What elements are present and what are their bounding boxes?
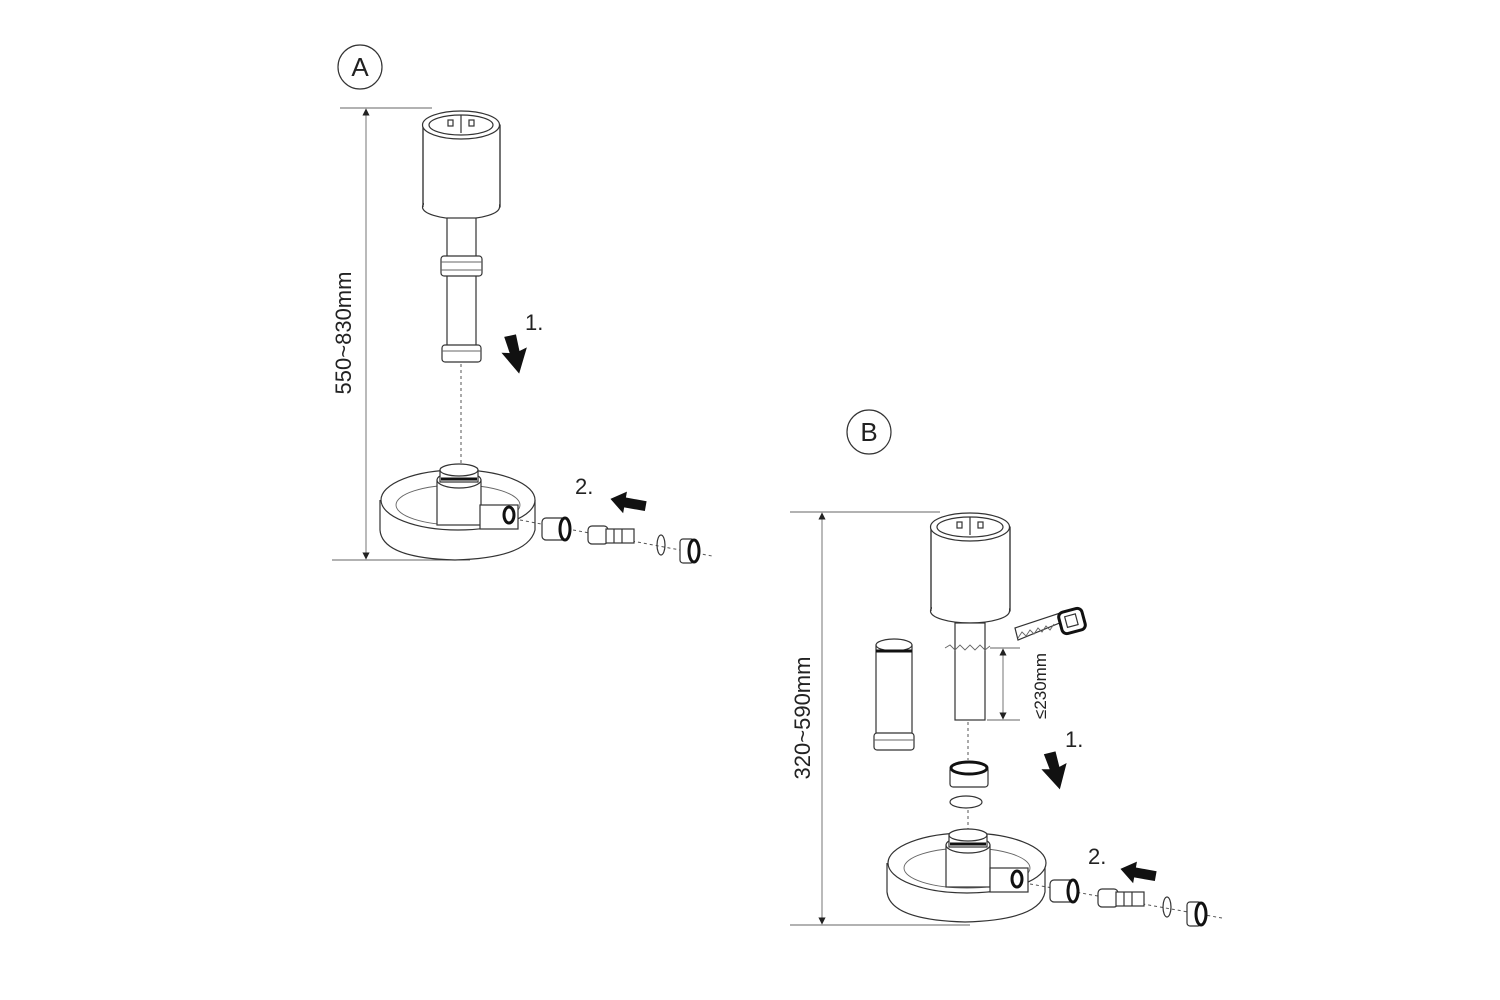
height-range-b: 320~590mm: [790, 657, 815, 780]
skimmer-head-b: [929, 512, 1011, 624]
cut-tube-b: ≤230mm: [944, 622, 1050, 721]
fittings-b: [1049, 878, 1208, 927]
height-range-a: 550~830mm: [331, 272, 356, 395]
panel-b: B 320~590mm ≤230mm: [790, 409, 1223, 927]
skimmer-head-a: [421, 110, 501, 220]
step-2-label-b: 2.: [1088, 844, 1106, 869]
height-dimension-b: 320~590mm: [790, 511, 970, 926]
arrow-down-icon: [501, 334, 527, 374]
arrow-down-icon: [1041, 751, 1067, 790]
height-dimension-a: 550~830mm: [331, 107, 470, 561]
step-1-label-a: 1.: [525, 310, 543, 335]
panel-b-label: B: [860, 417, 877, 447]
arrow-left-icon: [1120, 861, 1157, 884]
cut-length-label: ≤230mm: [1031, 653, 1050, 719]
telescopic-tube-a: [440, 217, 483, 363]
skimmer-base-b: [886, 828, 1047, 923]
panel-a-label: A: [351, 52, 369, 82]
saw-icon: [1014, 606, 1087, 641]
nut-and-oring-b: [949, 760, 989, 809]
step-2-label-a: 2.: [575, 474, 593, 499]
spare-tube-b: [873, 638, 915, 751]
panel-a-badge: [337, 44, 383, 90]
panel-a: A 550~830mm: [331, 44, 713, 564]
arrow-left-icon: [610, 491, 647, 514]
panel-b-badge: [846, 409, 892, 455]
fittings-a: [541, 516, 701, 564]
step-1-label-b: 1.: [1065, 727, 1083, 752]
skimmer-base-a: [379, 463, 536, 561]
